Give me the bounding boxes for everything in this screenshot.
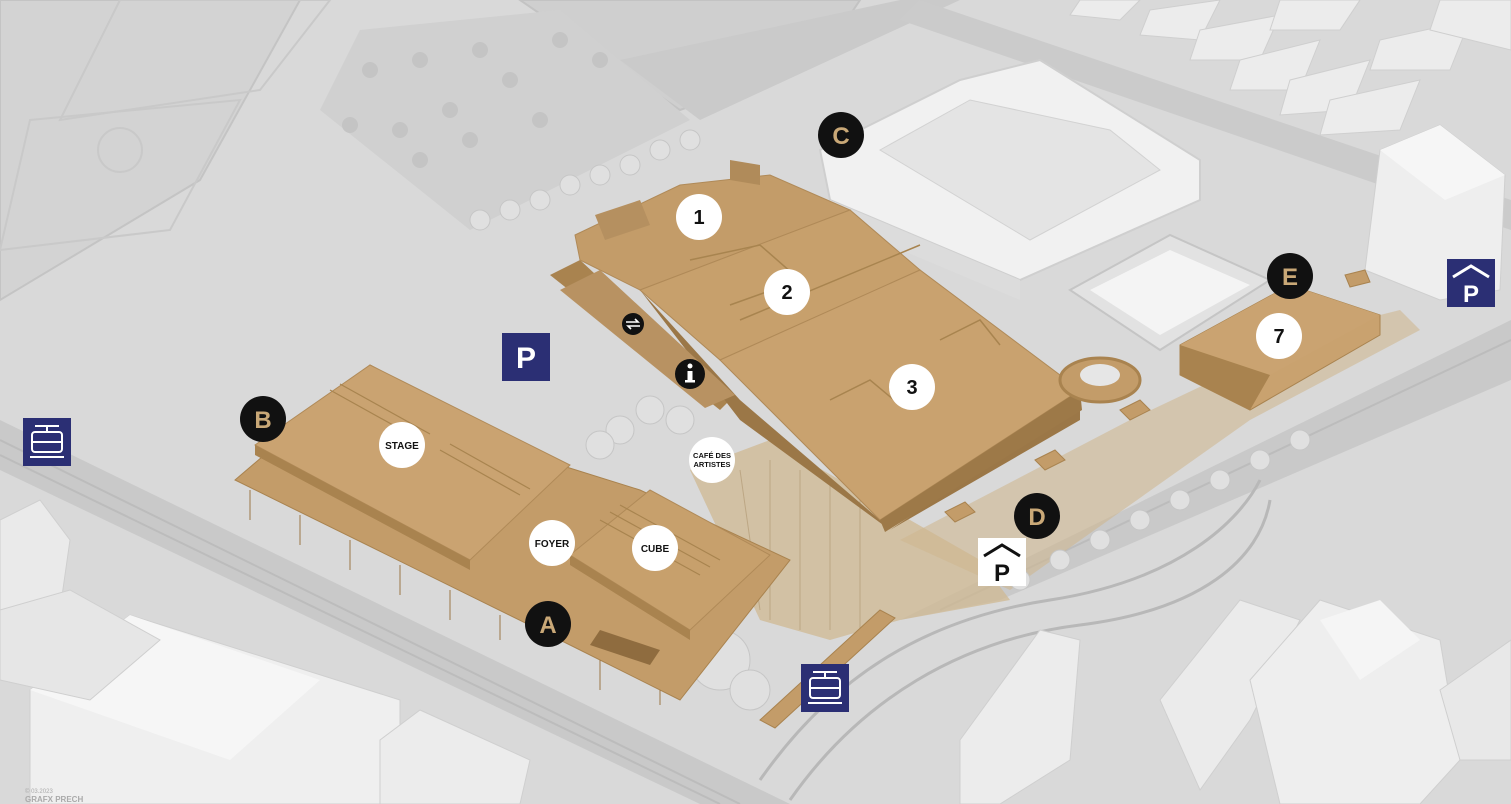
entrance-letter-b: B: [254, 407, 271, 434]
entrance-letter-a: A: [539, 612, 556, 639]
covered-parking-label-e: P: [1463, 281, 1479, 308]
building-marker-2[interactable]: 2: [764, 269, 810, 315]
tram-icon[interactable]: [23, 418, 71, 466]
covered-parking-label-d: P: [994, 560, 1010, 587]
parking-icon[interactable]: P: [502, 333, 550, 381]
venue-label-foyer: FOYER: [535, 539, 570, 550]
building-marker-1[interactable]: 1: [676, 194, 722, 240]
copyright-text: © 03.2023: [25, 788, 53, 795]
venue-label-stage: STAGE: [385, 441, 419, 452]
building-number-2: 2: [781, 282, 792, 304]
venue-marker-cube[interactable]: CUBE: [632, 525, 678, 571]
building-number-3: 3: [906, 377, 917, 399]
venue-label-cafe-line2: ARTISTES: [693, 460, 730, 469]
ice-rink: [1068, 233, 1273, 352]
building-number-7: 7: [1273, 326, 1284, 348]
entrance-marker-a[interactable]: A: [525, 601, 571, 647]
transfer-icon[interactable]: [622, 313, 644, 335]
entrance-marker-c[interactable]: C: [818, 112, 864, 158]
info-icon[interactable]: [675, 359, 705, 389]
entrance-marker-b[interactable]: B: [240, 396, 286, 442]
venue-marker-stage[interactable]: STAGE: [379, 422, 425, 468]
venue-label-cube: CUBE: [641, 544, 670, 555]
arena-building: [818, 58, 1201, 300]
entrance-letter-c: C: [832, 123, 849, 150]
building-marker-3[interactable]: 3: [889, 364, 935, 410]
entrance-letter-d: D: [1028, 504, 1045, 531]
building-number-1: 1: [693, 207, 704, 229]
entrance-marker-d[interactable]: D: [1014, 493, 1060, 539]
entrance-marker-e[interactable]: E: [1267, 253, 1313, 299]
venue-label-cafe-line1: CAFÉ DES: [693, 451, 731, 460]
building-marker-7[interactable]: 7: [1256, 313, 1302, 359]
covered-parking-icon[interactable]: P: [978, 538, 1026, 587]
covered-parking-icon[interactable]: P: [1447, 259, 1495, 308]
brand-text: GRAFX PRECH: [25, 795, 83, 804]
park-area: [320, 10, 690, 230]
venue-marker-foyer[interactable]: FOYER: [529, 520, 575, 566]
venue-marker-cafe-des-artistes[interactable]: CAFÉ DES ARTISTES: [689, 437, 735, 483]
entrance-letter-e: E: [1282, 264, 1298, 291]
tram-icon[interactable]: [801, 664, 849, 712]
building-complex-stage-cube: [234, 364, 791, 705]
parking-label: P: [516, 342, 536, 375]
